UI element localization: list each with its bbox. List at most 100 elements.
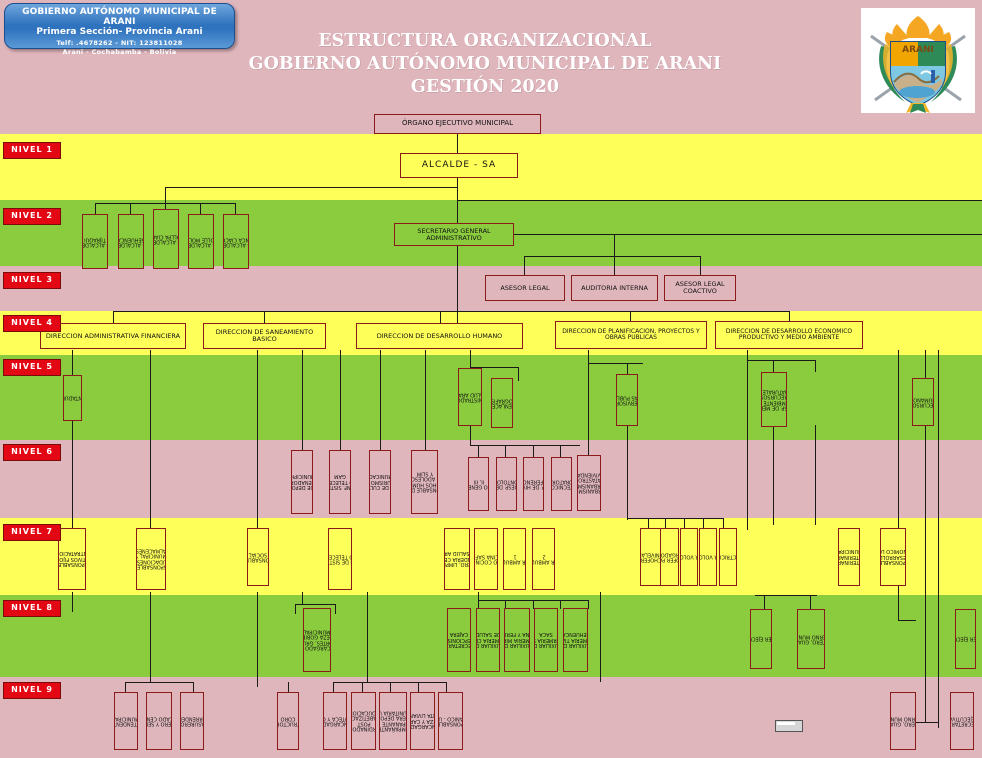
box-coordinador-post-alfabetizacion[interactable]: COORDINADOR DE POST ALFABETIZACION EDUCA…: [351, 692, 376, 750]
box-administrador-salud[interactable]: ADMINISTRADOR DE SALUD ARANI: [458, 368, 482, 426]
box-portero-sereno-mercado[interactable]: PORTERO Y SERENO MERCADO CENTRAL: [146, 692, 172, 750]
box-label: RESP. DE ODONTOLOGIA: [496, 478, 517, 490]
box-secretaria-recepcionista[interactable]: SECRETARIA RECEPCIONISTA Y CAJERA: [447, 608, 471, 672]
box-supervisor-obras-publicas[interactable]: SUPERVISOR DE OBRAS PUBLICAS: [616, 374, 638, 426]
box-encargada-limpieza-carrera[interactable]: ENCARGADA LIMPIEZA Y CARRERA CORTA LIVIA…: [410, 692, 435, 750]
box-direccion-desarrollo-humano[interactable]: DIRECCION DE DESARROLLO HUMANO: [356, 323, 523, 349]
box-subalcalde-inca-ciaco[interactable]: SUB ALCALDE DE INCA CIACO: [223, 214, 249, 269]
box-encargado-deportes-limpieza[interactable]: ENCARGADO DE DEPORTES, GRUPO Y LIMPIEZA …: [303, 608, 331, 672]
box-label: CHOFER AMBULANCIA 1: [503, 553, 526, 565]
box-chofer-ambulancia-2[interactable]: CHOFER AMBULANCIA 2: [532, 528, 555, 590]
connector: [627, 518, 723, 519]
box-responsable-mecanico[interactable]: RESPONSABLE DE MECANICO - UMSS: [438, 692, 463, 750]
box-label: ENCARGADA LIMPIEZA Y CARRERA CORTA LIVIA…: [410, 712, 435, 729]
box-responsable-medio-ambiente[interactable]: RESP. DE MEDIO AMBIENTE Y RECURSOS NATUR…: [761, 372, 787, 427]
title-line-2: GOBIERNO AUTÓNOMO MUNICIPAL DE ARANI: [248, 54, 722, 74]
connector: [295, 604, 296, 614]
box-alcalde[interactable]: ALCALDE - SA: [400, 153, 518, 178]
connector: [747, 360, 748, 530]
box-label: ENLACE ECOGRAFISTA: [491, 397, 513, 409]
connector: [425, 350, 426, 450]
level-tag-nivel-9: NIVEL 9: [3, 682, 61, 699]
box-tecnico-laboratorista[interactable]: TECNICO LABORATORISTA: [551, 457, 572, 511]
box-direccion-administrativa-financiera[interactable]: DIRECCION ADMINISTRATIVA FINANCIERA: [40, 323, 186, 349]
box-auditoria-interna[interactable]: AUDITORIA INTERNA: [571, 275, 658, 301]
connector: [390, 682, 391, 692]
connector: [113, 311, 789, 312]
box-chofer-volqueta-1[interactable]: CHOFER VOLQUETA 1: [680, 528, 698, 586]
connector: [505, 600, 506, 609]
title-line-3: GESTIÓN 2020: [410, 77, 560, 97]
box-electricista[interactable]: ELECTRICISTA: [719, 528, 737, 586]
box-label: ENCARGADO DE DEPORTES, GRUPO Y LIMPIEZA …: [303, 628, 331, 651]
connector: [665, 518, 666, 528]
box-tecnico-informatico-sistemas[interactable]: TEC. INF. SISTEMAS, RADIO TELECENTRO GAM: [329, 450, 351, 514]
box-chofer-motoniveladora[interactable]: CHOFER MOTONIVELADORA: [640, 528, 661, 586]
box-subalcalde-sehuenca[interactable]: SUB ALCALDE DE SEHUENCA: [118, 214, 144, 269]
box-secretario-general[interactable]: SECRETARIO GENERAL ADMINISTRATIVO: [394, 223, 514, 246]
box-responsable-odontologia[interactable]: RESP. DE ODONTOLOGIA: [496, 457, 517, 511]
box-organo-ejecutivo[interactable]: ÓRGANO EJECUTIVO MUNICIPAL: [374, 114, 541, 134]
box-responsable-red-social[interactable]: RESPONSABLE RED SOCIAL: [247, 528, 269, 586]
box-subalcalde-tijraqui[interactable]: SUB ALCALDE DE TIJRAQUI: [82, 214, 108, 269]
box-medico-general[interactable]: MEDICO GENERAL I, II, III: [468, 457, 489, 511]
box-chofer-ejecutivo[interactable]: CHOFER EJECUTIVO: [750, 609, 772, 669]
box-label: SUPERVISOR DE OBRAS PUBLICAS: [616, 394, 638, 406]
connector: [367, 592, 368, 682]
connector: [130, 203, 131, 214]
box-enlace-ecografista[interactable]: ENLACE ECOGRAFISTA: [491, 378, 513, 428]
box-responsable-derechos-humanos[interactable]: RESPONSABLE DE LOS DERECHOS HUMANOS, NIÑ…: [411, 450, 438, 514]
box-direccion-saneamiento-basico[interactable]: DIRECCION DE SANEAMIENTO BASICO: [203, 323, 326, 349]
box-biblioteca-civico[interactable]: ENCARGADA BIBLIOTECA Y CIVICO: [323, 692, 347, 750]
connector: [257, 592, 258, 687]
box-label: TEC. INF. SISTEMAS, RADIO TELECENTRO GAM: [329, 473, 351, 490]
box-secretaria-ejecutiva[interactable]: SECRETARIA EJECUTIVA: [950, 692, 974, 750]
box-asesor-legal-coactivo[interactable]: ASESOR LEGAL COACTIVO: [664, 275, 736, 301]
box-porteria-limpieza-salud[interactable]: PORTERO, LIMPIEZA Y LAVANDERIA CENTRO DE…: [444, 528, 470, 590]
box-veterinario-municipal[interactable]: VETERINARIO VETERINARIA MUNICIPAL: [838, 528, 860, 586]
connector: [72, 420, 73, 530]
connector: [264, 311, 265, 323]
box-responsable-activos-fijos[interactable]: RESPONSABLE DE ACTIVOS FIJOS Y CONTRATAC…: [58, 528, 86, 590]
box-urbanismo-catastro[interactable]: URBANISMO, URBANISMO CATASTRO Y VIVIENDA: [577, 455, 601, 511]
box-responsable-desarrollo-local[interactable]: RESPONSABLE DE DESARROLLO ECONOMICO LOCA…: [880, 528, 906, 586]
box-responsable-recaudaciones[interactable]: RESPONSABLE DE RECAUDACIONES RUAT MUNICI…: [136, 528, 166, 590]
box-basurero-barrendero[interactable]: BASURERO Y BARRENDERO: [180, 692, 204, 750]
box-chofer-ambulancia-1[interactable]: CHOFER AMBULANCIA 1: [503, 528, 526, 590]
connector: [524, 256, 525, 275]
box-label: SECRETARIA EJECUTIVA: [950, 715, 974, 727]
box-label: RESPONSABLE DE RECAUDACIONES RUAT MUNICI…: [136, 547, 166, 570]
box-tecnico-ii-sistemas[interactable]: TEC. II DE SISTEMAS, RADIO TELECENTRO: [328, 528, 352, 590]
scrollbar-fragment[interactable]: [775, 720, 803, 732]
box-acompanante-unidad[interactable]: ACOMPAÑANTE DE ACOMPAÑANTE DE LA CARRERA…: [379, 692, 407, 750]
box-responsable-deportes[interactable]: RESP. DE DEPORTES Y ENTRENADOR DEL MUNIC…: [291, 450, 313, 514]
box-subalcalde-collpa-ciaco[interactable]: SUB ALCALDE DE COLLPA CIACO: [153, 209, 179, 269]
box-portero-guardia-municipal-9[interactable]: PORTERO, GUARDIA GOBIERNO MUNICIPAL: [890, 692, 916, 750]
box-responsable-hiv[interactable]: RESP. DE HIV DE REFERENCIA: [523, 457, 544, 511]
box-chofer-volqueta-2[interactable]: CHOFER VOLQUETA 2: [699, 528, 717, 586]
connector: [533, 600, 534, 609]
connector: [700, 256, 701, 275]
box-tecnico-cocinero[interactable]: TECNICO COCINERO DE COCINA SAFCI II: [474, 528, 498, 590]
box-subalcalde-molle-molle[interactable]: SUB ALCALDE DE MOLLE MOLLE: [188, 214, 214, 269]
box-label: CHOFER VOLQUETA 2: [699, 553, 716, 560]
box-instructor-coro[interactable]: INSTRUCTOR DE CORO: [277, 692, 299, 750]
box-direccion-planificacion[interactable]: DIRECCION DE PLANIFICACION, PROYECTOS Y …: [555, 321, 707, 349]
box-contaduria[interactable]: CONTADURIA: [63, 375, 82, 421]
box-portero-guardia-gam[interactable]: PORTERO, GUARDIA GOBIERNO MUNICIPAL: [797, 609, 825, 669]
box-recursos-humanos[interactable]: RECURSOS HUMANOS: [912, 378, 934, 426]
box-label: CHOFER VOLQUETA 1: [680, 553, 697, 560]
box-intendente-municipal[interactable]: INTENDENTE MUNICIPAL: [114, 692, 138, 750]
box-chofer-ejecutivo-derecha[interactable]: CHOFER EJECUTIVO: [955, 609, 976, 669]
connector: [418, 682, 419, 692]
box-asesor-legal[interactable]: ASESOR LEGAL: [485, 275, 565, 301]
box-direccion-desarrollo-economico[interactable]: DIRECCION DE DESARROLLO ECONOMICO PRODUC…: [715, 321, 863, 349]
box-label: DIRECCION ADMINISTRATIVA FINANCIERA: [45, 331, 181, 340]
